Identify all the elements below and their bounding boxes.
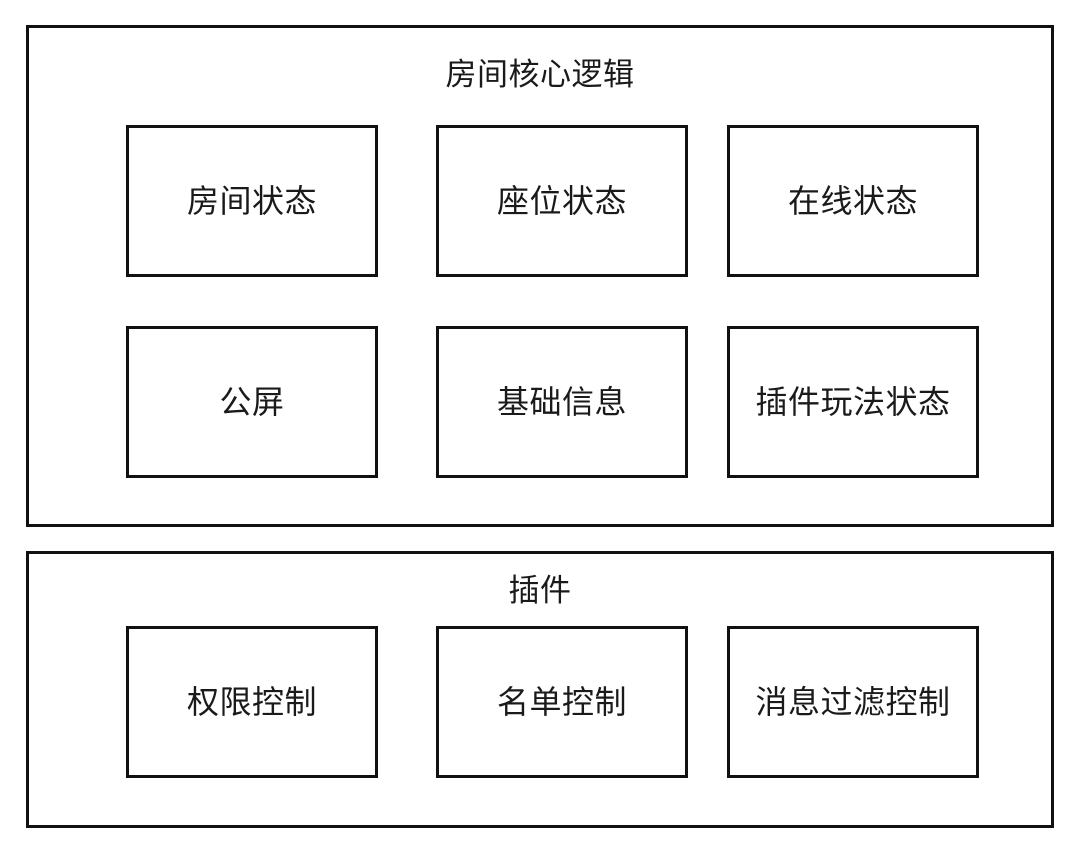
section-plugins-title: 插件 xyxy=(508,573,572,609)
node-public-screen-label: 公屏 xyxy=(219,383,285,421)
node-message-filter-control[interactable]: 消息过滤控制 xyxy=(727,626,979,778)
node-seat-status-label: 座位状态 xyxy=(496,182,627,220)
node-permission-control[interactable]: 权限控制 xyxy=(126,626,378,778)
node-online-status[interactable]: 在线状态 xyxy=(727,125,979,277)
section-room-core: 房间核心逻辑 房间状态 座位状态 在线状态 公屏 基础信息 插件玩法状态 xyxy=(26,25,1054,527)
node-seat-status[interactable]: 座位状态 xyxy=(436,125,688,277)
node-list-control[interactable]: 名单控制 xyxy=(436,626,688,778)
node-message-filter-control-label: 消息过滤控制 xyxy=(755,683,951,721)
node-online-status-label: 在线状态 xyxy=(787,182,918,220)
node-permission-control-label: 权限控制 xyxy=(186,683,317,721)
node-basic-info[interactable]: 基础信息 xyxy=(436,326,688,478)
node-list-control-label: 名单控制 xyxy=(496,683,627,721)
node-plugin-gameplay-status-label: 插件玩法状态 xyxy=(755,383,951,421)
node-room-status[interactable]: 房间状态 xyxy=(126,125,378,277)
node-plugin-gameplay-status[interactable]: 插件玩法状态 xyxy=(727,326,979,478)
node-public-screen[interactable]: 公屏 xyxy=(126,326,378,478)
section-room-core-title: 房间核心逻辑 xyxy=(445,57,635,93)
node-room-status-label: 房间状态 xyxy=(186,182,317,220)
node-basic-info-label: 基础信息 xyxy=(496,383,627,421)
section-plugins: 插件 权限控制 名单控制 消息过滤控制 xyxy=(26,551,1054,828)
